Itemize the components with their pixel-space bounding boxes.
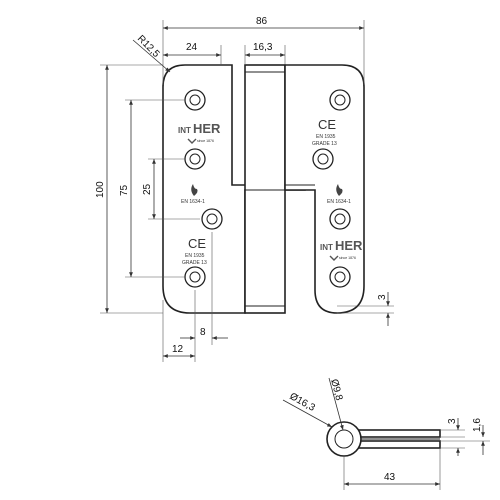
dim-knuckle-width: 16,3 (253, 42, 273, 53)
logo-pre: INT (320, 243, 333, 252)
logo-main: HER (193, 121, 221, 136)
logo-chevron (329, 255, 339, 261)
right-leaf-holes (312, 89, 351, 288)
dim-line-pin-diameter (328, 377, 344, 431)
ce-mark: CE (188, 236, 206, 251)
dim-closed-width: 43 (384, 472, 396, 483)
dim-radius: R12,5 (135, 33, 162, 60)
right-leaf (284, 64, 365, 314)
dim-leaf-thickness: 3 (447, 418, 458, 424)
dim-gap-thickness: 1,6 (472, 418, 483, 432)
logo-main: HER (335, 238, 363, 253)
dim-pin-diameter: Ø9,8 (328, 378, 344, 402)
fire-standard: EN 1634-1 (181, 199, 205, 205)
fire-standard: EN 1634-1 (327, 199, 351, 205)
dim-hole-offset: 8 (200, 327, 206, 338)
dim-hole-step: 25 (142, 183, 153, 195)
grade-label: GRADE 13 (182, 260, 207, 266)
flame-icon (191, 184, 198, 196)
standard-label: EN 1935 (185, 253, 205, 259)
dim-overall-width: 86 (256, 16, 268, 27)
ce-mark: CE (318, 117, 336, 132)
plan-leaf-lower (347, 440, 441, 449)
plan-leaf-upper (347, 429, 441, 438)
flame-icon (336, 184, 343, 196)
dim-line-radius (132, 39, 171, 73)
dim-line-knuckle-diameter (282, 399, 333, 428)
standard-label: EN 1935 (316, 134, 336, 140)
logo-chevron (187, 138, 197, 144)
grade-label: GRADE 13 (312, 141, 337, 147)
knuckle (244, 64, 286, 314)
dim-height: 100 (95, 181, 106, 198)
logo-pre: INT (178, 126, 191, 135)
dim-edge-offset: 12 (172, 344, 184, 355)
logo-tagline: since 1876 (197, 139, 214, 143)
dim-knuckle-gap: 3 (377, 294, 388, 300)
logo-tagline: since 1876 (339, 256, 356, 260)
plan-pin (334, 429, 354, 449)
dim-hole-span: 75 (119, 184, 130, 196)
dim-leaf-width: 24 (186, 42, 198, 53)
